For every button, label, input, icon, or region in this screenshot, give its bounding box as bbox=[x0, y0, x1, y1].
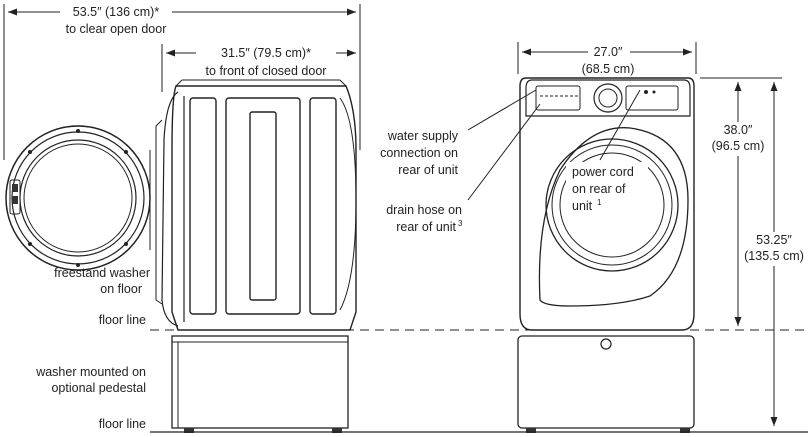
drain-hose-line-2: rear of unit bbox=[396, 220, 456, 234]
drain-hose-callout: drain hose on rear of unit 3 bbox=[386, 103, 541, 234]
power-cord-footnote: 1 bbox=[597, 198, 602, 207]
water-supply-line-1: water supply bbox=[387, 129, 459, 143]
closed-door-value: 31.5″ (79.5 cm)* bbox=[221, 46, 311, 60]
power-cord-line-2: on rear of bbox=[572, 182, 626, 196]
open-door-label-bg bbox=[60, 4, 172, 20]
height-floor-cm: (96.5 cm) bbox=[712, 139, 765, 153]
water-supply-line-2: connection on bbox=[380, 146, 458, 160]
open-door-value: 53.5″ (136 cm)* bbox=[73, 5, 160, 19]
height-pedestal-inch: 53.25″ bbox=[756, 233, 792, 247]
width-label-bg bbox=[588, 44, 630, 60]
closed-door-note: to front of closed door bbox=[206, 64, 327, 78]
drain-hose-footnote: 3 bbox=[458, 219, 463, 228]
height-pedestal-cm: (135.5 cm) bbox=[744, 249, 804, 263]
power-cord-callout: power cord on rear of unit 1 bbox=[566, 89, 648, 214]
width-inch: 27.0″ bbox=[594, 45, 623, 59]
pedestal-label-1: washer mounted on bbox=[35, 365, 146, 379]
water-supply-line-3: rear of unit bbox=[398, 163, 458, 177]
side-pedestal bbox=[171, 335, 349, 433]
pedestal-label-2: optional pedestal bbox=[51, 381, 146, 395]
drain-hose-line-1: drain hose on bbox=[386, 203, 462, 217]
height-floor-inch: 38.0″ bbox=[724, 123, 753, 137]
closed-door-label-bg bbox=[196, 45, 336, 61]
power-cord-line-3: unit bbox=[572, 199, 593, 213]
front-pedestal bbox=[517, 335, 695, 433]
freestand-label-1: freestand washer bbox=[54, 266, 150, 280]
floor-line-label: floor line bbox=[99, 313, 146, 327]
floor-line-bottom-label: floor line bbox=[99, 417, 146, 431]
height-pedestal-label-bg bbox=[744, 232, 808, 266]
open-door bbox=[5, 125, 151, 271]
height-floor-label-bg bbox=[708, 122, 768, 156]
side-view-washer bbox=[155, 79, 357, 331]
freestand-label-2: on floor bbox=[100, 282, 142, 296]
power-cord-label-bg bbox=[566, 162, 648, 214]
power-cord-line-1: power cord bbox=[572, 165, 634, 179]
open-door-note: to clear open door bbox=[66, 22, 167, 36]
width-cm: (68.5 cm) bbox=[582, 62, 635, 76]
water-supply-callout: water supply connection on rear of unit bbox=[380, 89, 537, 177]
